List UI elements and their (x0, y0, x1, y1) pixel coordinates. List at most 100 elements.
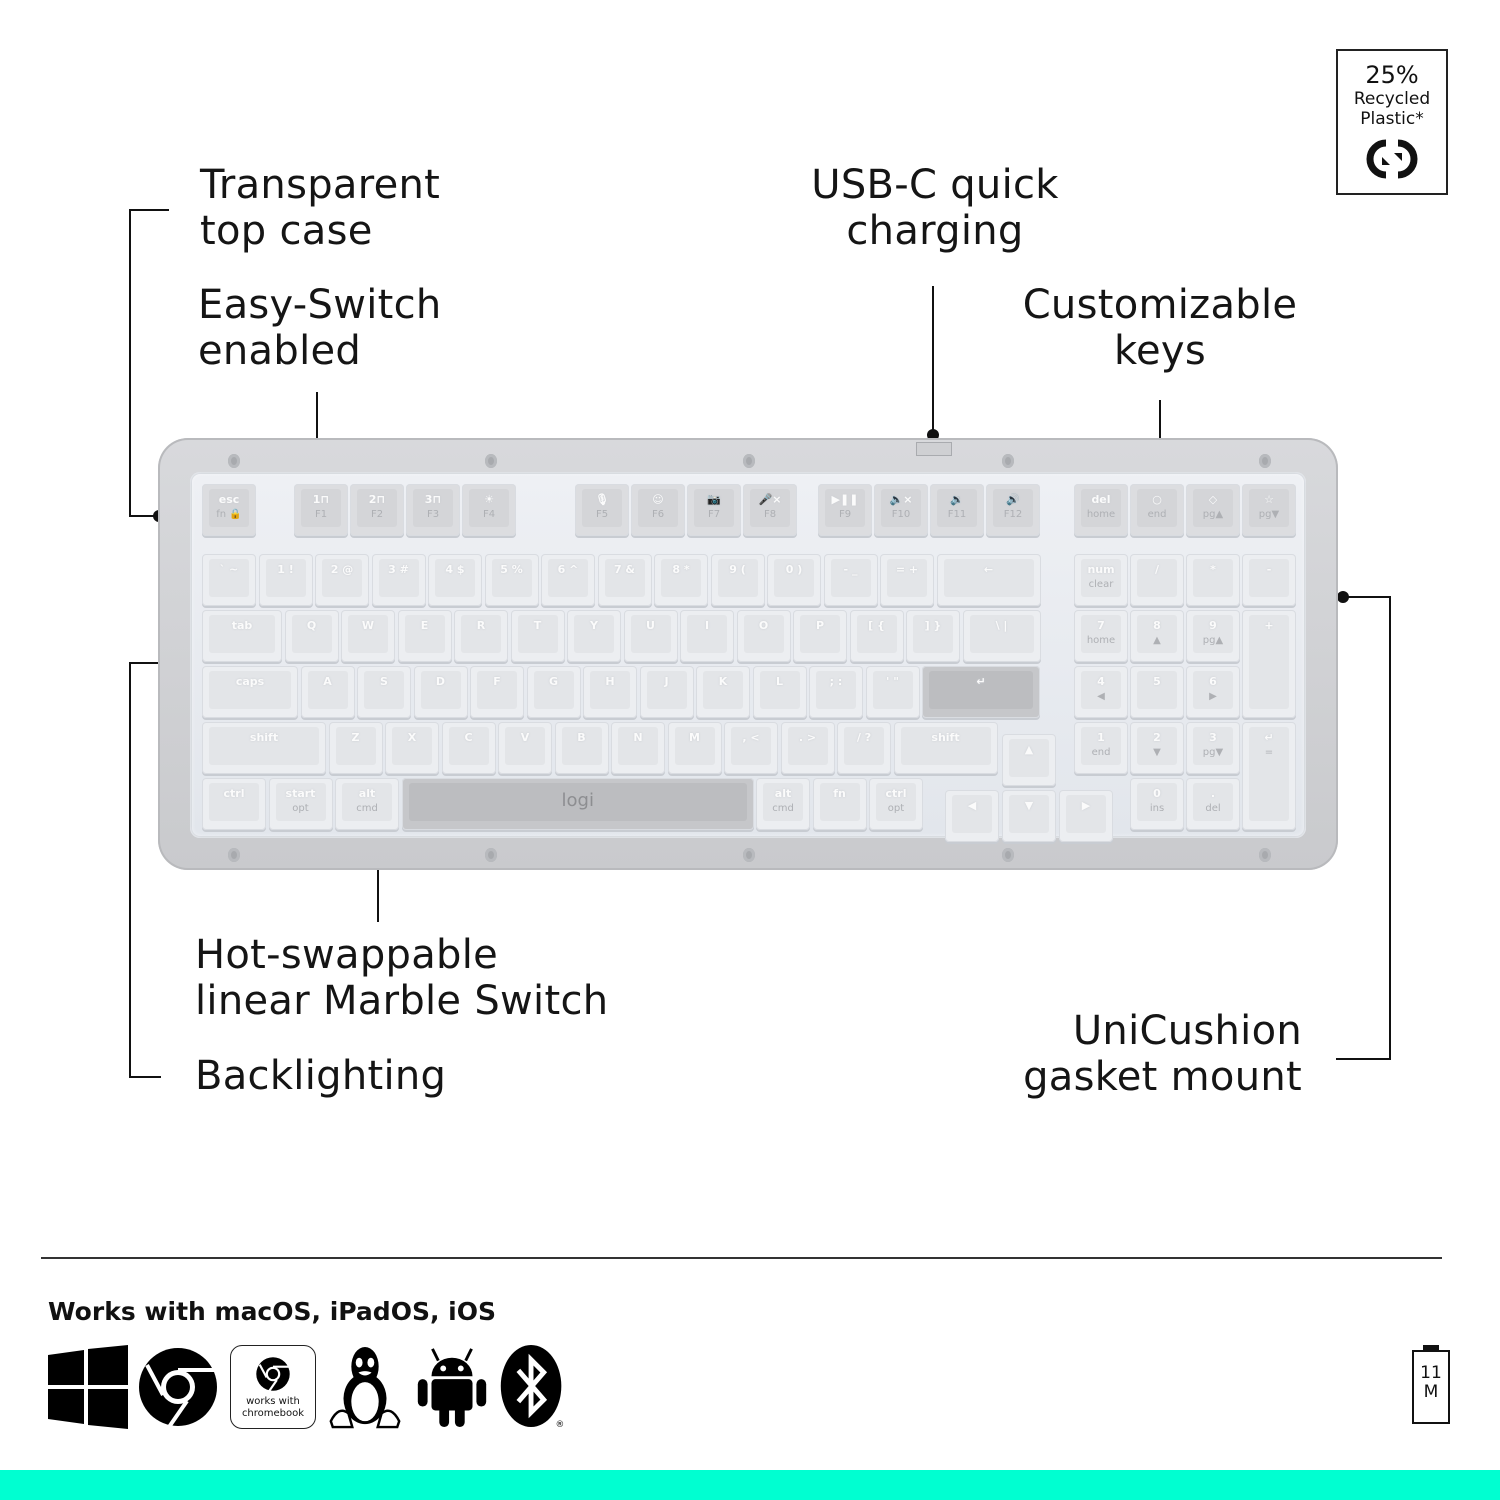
key-shift-row[interactable]: X (385, 722, 439, 774)
key-function[interactable]: 🎤×F8 (743, 484, 797, 536)
key-qwerty-row[interactable]: T (510, 610, 565, 662)
key-qwerty-row[interactable]: W (341, 610, 395, 662)
key-arrow-up[interactable]: ▲ (1002, 734, 1056, 786)
key-home-row[interactable]: K (696, 666, 750, 718)
key-number-row[interactable]: 5 % (484, 554, 539, 606)
key-number-row[interactable]: 9 ( (710, 554, 765, 606)
key-function[interactable]: 🎙F5 (575, 484, 629, 536)
key-function[interactable]: ▶❚❚F9 (818, 484, 872, 536)
key-shift-row[interactable]: N (611, 722, 665, 774)
key-function[interactable]: 📷F7 (687, 484, 741, 536)
keycap-top (209, 783, 259, 821)
key-shift-row[interactable]: C (441, 722, 496, 774)
key-function[interactable]: 3⊓F3 (406, 484, 460, 536)
key-qwerty-row[interactable]: Y (567, 610, 621, 662)
key-number-row[interactable]: 0 ) (767, 554, 821, 606)
key-shift-row[interactable]: B (554, 722, 609, 774)
key-numpad[interactable]: / (1130, 554, 1184, 606)
key-function[interactable]: 🔉F11 (930, 484, 984, 536)
key-number-row[interactable]: 8 * (654, 554, 708, 606)
key-function[interactable]: ☺F6 (631, 484, 685, 536)
key-numpad[interactable]: 8▲ (1130, 610, 1184, 662)
key-home-row[interactable]: ↵ (922, 666, 1040, 718)
key-home-row[interactable]: F (470, 666, 524, 718)
key-numpad[interactable]: - (1242, 554, 1296, 606)
key-qwerty-row[interactable]: ] } (906, 610, 960, 662)
key-number-row[interactable]: ` ~ (202, 554, 256, 606)
key-numpad-plus[interactable]: + (1242, 610, 1296, 718)
key-numpad[interactable]: 2▼ (1130, 722, 1184, 774)
key-qwerty-row[interactable]: U (623, 610, 678, 662)
key-qwerty-row[interactable]: \ | (962, 610, 1041, 662)
key-numpad[interactable]: .del (1186, 778, 1240, 830)
key-number-row[interactable]: = + (880, 554, 934, 606)
key-bottom-row[interactable]: ctrl (202, 778, 266, 830)
key-function[interactable]: ◇pg▲ (1186, 484, 1240, 536)
key-shift-row[interactable]: M (667, 722, 722, 774)
key-numpad-enter[interactable]: ↵= (1242, 722, 1296, 830)
key-shift-row[interactable]: Z (328, 722, 383, 774)
key-qwerty-row[interactable]: [ { (849, 610, 904, 662)
key-qwerty-row[interactable]: Q (284, 610, 339, 662)
key-shift-row[interactable]: shift (893, 722, 998, 774)
key-function[interactable]: 1⊓F1 (294, 484, 348, 536)
key-function[interactable]: 🔊F12 (986, 484, 1040, 536)
key-number-row[interactable]: - _ (823, 554, 878, 606)
key-number-row[interactable]: ← (936, 554, 1041, 606)
key-home-row[interactable]: ' " (865, 666, 920, 718)
key-numpad[interactable]: 5 (1130, 666, 1184, 718)
key-home-row[interactable]: caps (202, 666, 298, 718)
key-arrow-down[interactable]: ▼ (1002, 790, 1056, 842)
key-qwerty-row[interactable]: R (454, 610, 508, 662)
key-home-row[interactable]: J (639, 666, 694, 718)
key-legend: ↵ (1264, 731, 1274, 744)
key-home-row[interactable]: D (413, 666, 468, 718)
key-arrow-left[interactable]: ◀ (945, 790, 999, 842)
key-function[interactable]: ☆pg▼ (1242, 484, 1296, 536)
key-shift-row[interactable]: shift (202, 722, 326, 774)
key-number-row[interactable]: 3 # (371, 554, 426, 606)
key-function[interactable]: ☀F4 (462, 484, 516, 536)
key-home-row[interactable]: G (526, 666, 581, 718)
key-home-row[interactable]: H (583, 666, 637, 718)
key-number-row[interactable]: 7 & (597, 554, 652, 606)
key-function[interactable]: ○end (1130, 484, 1184, 536)
key-shift-row[interactable]: . > (780, 722, 835, 774)
key-shift-row[interactable]: / ? (837, 722, 891, 774)
key-qwerty-row[interactable]: E (397, 610, 452, 662)
key-qwerty-row[interactable]: I (680, 610, 734, 662)
key-bottom-row[interactable]: fn (812, 778, 867, 830)
key-numpad[interactable]: 4◀ (1074, 666, 1128, 718)
key-numpad[interactable]: 6▶ (1186, 666, 1240, 718)
key-number-row[interactable]: 4 $ (428, 554, 482, 606)
spacebar[interactable]: logi (401, 778, 754, 830)
key-number-row[interactable]: 2 @ (315, 554, 369, 606)
key-numpad[interactable]: * (1186, 554, 1240, 606)
key-function[interactable]: 2⊓F2 (350, 484, 404, 536)
key-shift-row[interactable]: , < (724, 722, 778, 774)
key-qwerty-row[interactable]: P (793, 610, 847, 662)
key-function[interactable]: 🔈×F10 (874, 484, 928, 536)
key-qwerty-row[interactable]: O (736, 610, 791, 662)
key-home-row[interactable]: L (752, 666, 807, 718)
key-home-row[interactable]: S (357, 666, 411, 718)
key-home-row[interactable]: A (300, 666, 355, 718)
key-number-row[interactable]: 1 ! (258, 554, 313, 606)
key-shift-row[interactable]: V (498, 722, 552, 774)
key-home-row[interactable]: ; : (809, 666, 863, 718)
key-number-row[interactable]: 6 ^ (541, 554, 595, 606)
key-arrow-right[interactable]: ▶ (1059, 790, 1113, 842)
key-qwerty-row[interactable]: tab (202, 610, 282, 662)
